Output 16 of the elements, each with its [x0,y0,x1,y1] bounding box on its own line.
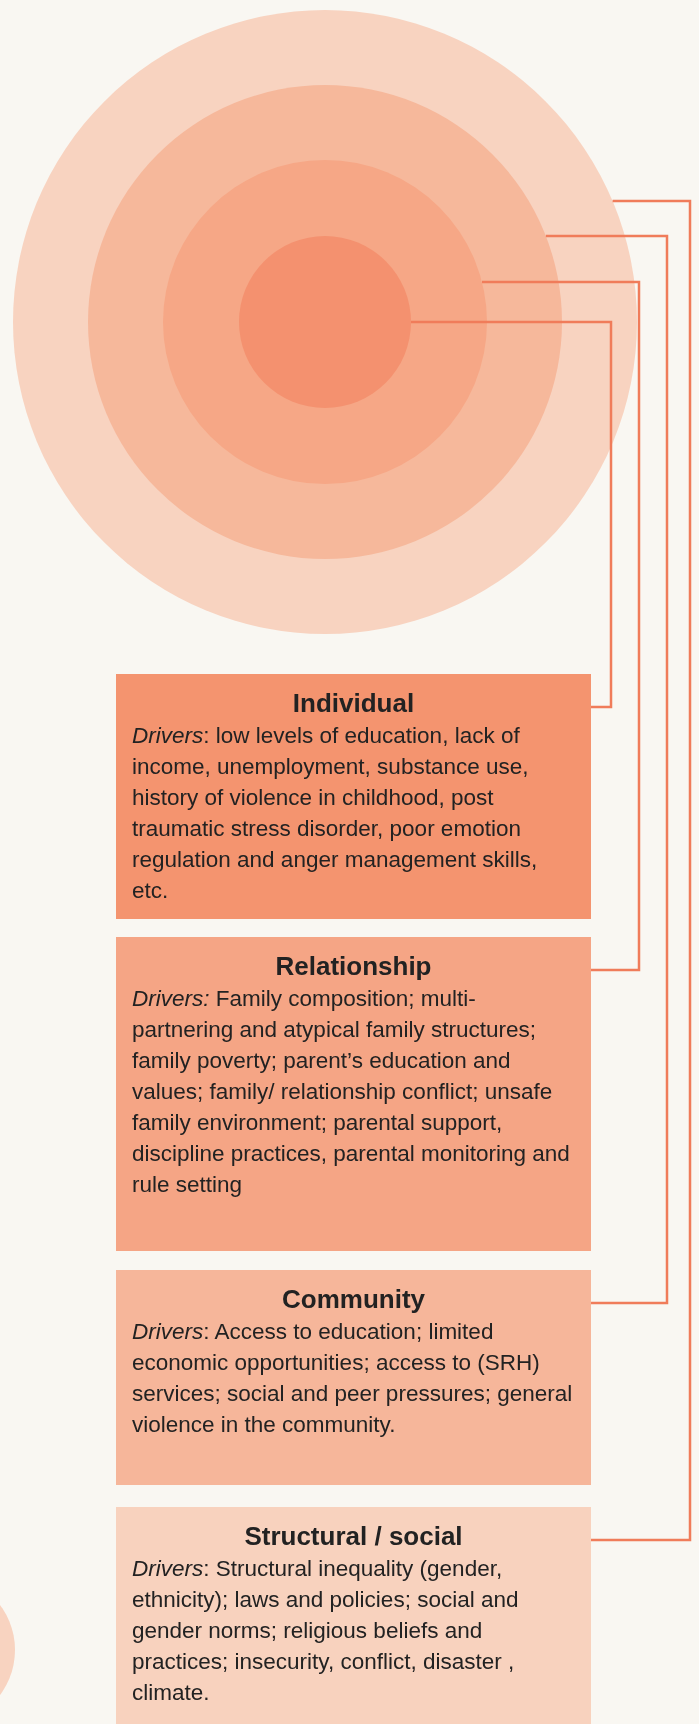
leader-line [411,320,613,709]
driver-card [116,937,591,1251]
card-text: Drivers: Family composition; multi-partnering and atypical family structures; family poverty; parent’s education and values; family/ relationship conflict; unsafe family environment; parental support, discipline practices, parental monitoring and rule setting [132,985,571,1199]
driver-card [116,674,591,919]
leader-line [591,199,692,1542]
card-heading: Structural / social [243,1520,464,1553]
leader-line [545,234,669,1305]
card-text: Drivers: Structural inequality (gender, ethnicity); laws and policies; social and gender norms; religious beliefs and practices; insecurity, conflict, disaster , climate. [132,1555,520,1707]
driver-card [116,1270,591,1485]
card-heading: Community [281,1283,426,1316]
driver-card [116,1507,591,1724]
leader-line [482,280,641,972]
card-heading: Relationship [274,950,433,983]
card-heading: Individual [291,687,416,720]
card-text: Drivers: Access to education; limited economic opportunities; access to (SRH) services; social and peer pressures; general violence in the community. [132,1318,574,1439]
card-text: Drivers: low levels of education, lack of income, unemployment, substance use, history of violence in childhood, post traumatic stress disorder, poor emotion regulation and anger management skills, etc. [132,722,539,905]
